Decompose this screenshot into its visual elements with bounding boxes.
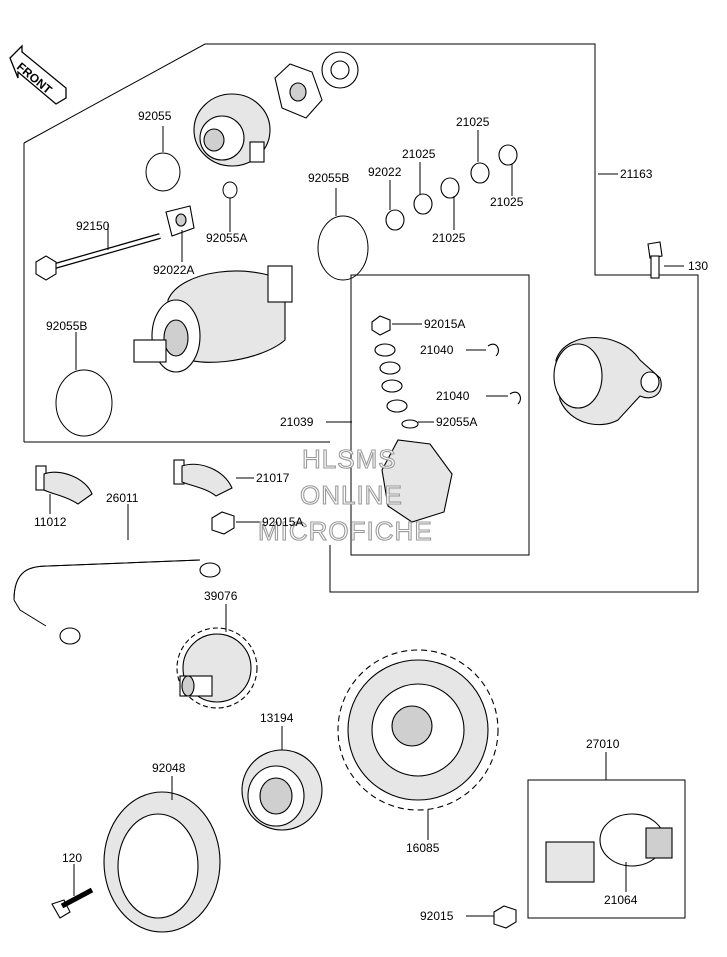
label-21064: 21064 — [604, 893, 638, 907]
front-direction-badge: FRONT — [9, 44, 67, 105]
label-130: 130 — [688, 259, 708, 273]
label-21025-d: 21025 — [490, 195, 524, 209]
watermark: HLSMS ONLINE MICROFICHE — [257, 443, 433, 546]
label-120: 120 — [62, 851, 82, 865]
watermark-line-2: ONLINE — [300, 480, 403, 510]
label-92015a-top: 92015A — [424, 317, 465, 331]
label-21163: 21163 — [620, 167, 653, 181]
label-16085: 16085 — [406, 841, 440, 855]
label-11012: 11012 — [34, 515, 67, 529]
label-26011: 26011 — [106, 491, 139, 505]
label-92055b-left: 92055B — [46, 319, 87, 333]
watermark-line-3: MICROFICHE — [258, 516, 433, 546]
label-92055: 92055 — [138, 109, 172, 123]
o-ring-92055a-small — [222, 181, 238, 199]
collar-92022a — [165, 205, 195, 237]
one-way-clutch-13194 — [241, 749, 323, 831]
watermark-line-1: HLSMS — [302, 444, 397, 474]
label-92055a-top: 92055A — [206, 231, 247, 245]
nut-92015 — [493, 905, 517, 929]
through-bolt-92150 — [35, 233, 161, 281]
boot-11012 — [35, 465, 93, 505]
label-39076: 39076 — [204, 589, 238, 603]
label-92022: 92022 — [368, 165, 402, 179]
label-21040-a: 21040 — [420, 343, 454, 357]
nut-92015a-low — [211, 511, 235, 535]
boot-21017 — [173, 459, 233, 497]
label-92055b-right: 92055B — [308, 171, 349, 185]
label-21025-b: 21025 — [432, 231, 466, 245]
label-92022a: 92022A — [153, 263, 194, 277]
starter-end-cover — [193, 93, 271, 167]
label-13194: 13194 — [260, 711, 294, 725]
idle-gear-39076 — [176, 627, 258, 709]
shim-washers — [385, 144, 518, 231]
o-ring-92055b-left — [55, 369, 113, 437]
thrust-washer — [321, 51, 359, 89]
part-number-labels: 92055 92055A 92022A 92150 92055B 92055B … — [34, 109, 708, 923]
brush-holder-parts — [371, 315, 521, 523]
lead-wire-26011 — [13, 559, 221, 645]
starter-relay-27010 — [545, 813, 673, 883]
label-21039: 21039 — [280, 415, 314, 429]
label-92048: 92048 — [152, 761, 186, 775]
bolt-120 — [51, 887, 94, 919]
starter-clutch-gear-16085 — [337, 649, 499, 811]
bolt-130 — [647, 241, 663, 279]
label-21025-a: 21025 — [402, 147, 436, 161]
brush-holder-kit-box — [350, 274, 530, 556]
o-ring-92055b-right — [317, 215, 369, 281]
label-92015a-low: 92015A — [262, 515, 303, 529]
label-21040-b: 21040 — [436, 389, 470, 403]
lock-plate — [274, 63, 323, 119]
label-92150: 92150 — [76, 219, 110, 233]
starter-motor-body — [133, 265, 293, 373]
label-21017: 21017 — [256, 471, 290, 485]
starter-clutch-cover-21163 — [553, 336, 662, 426]
assembly-boundary-lines — [23, 43, 699, 593]
label-27010: 27010 — [586, 737, 620, 751]
label-92055a-mid: 92055A — [436, 415, 477, 429]
gasket-ring-92048 — [103, 791, 221, 933]
o-ring-92055 — [145, 152, 181, 192]
label-92015: 92015 — [420, 909, 454, 923]
callout-leader-lines — [49, 126, 684, 917]
label-21025-c: 21025 — [456, 115, 490, 129]
